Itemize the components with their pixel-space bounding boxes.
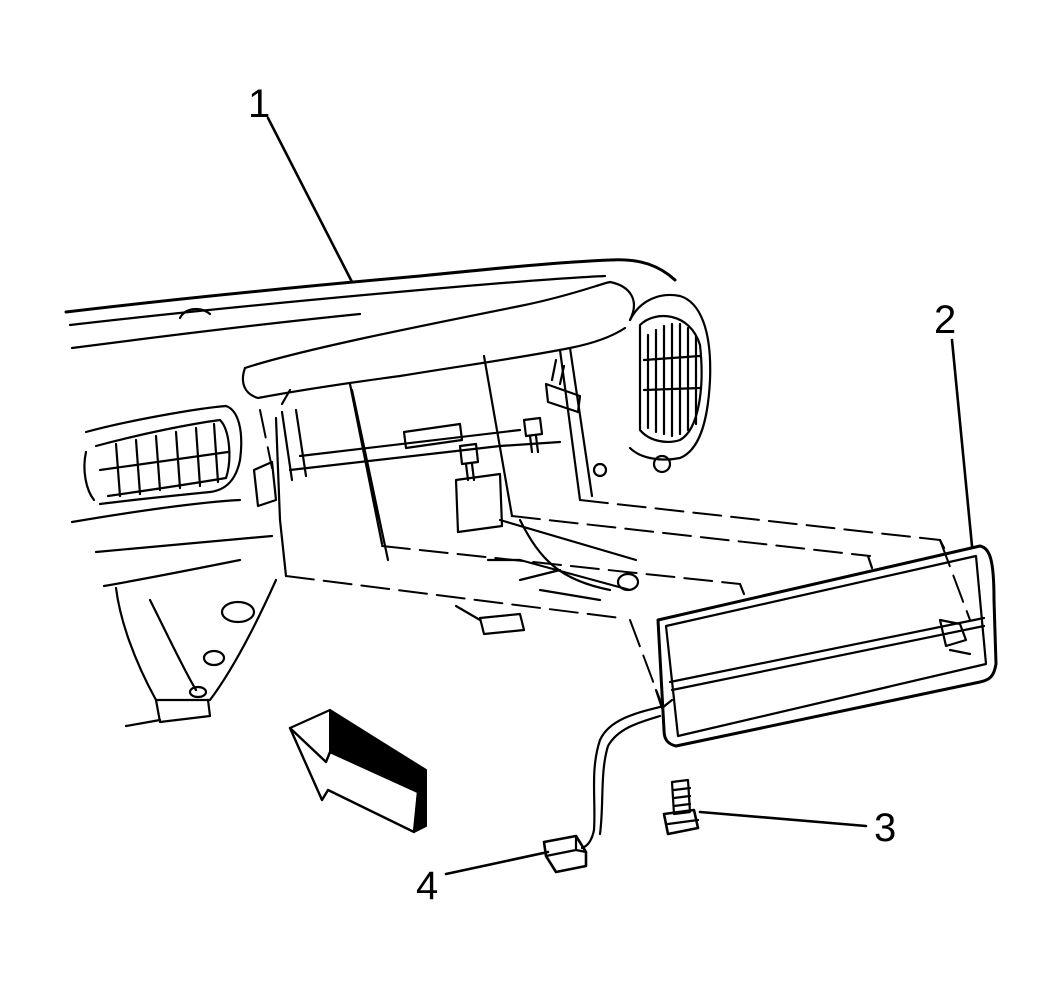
leader-3 — [698, 810, 868, 828]
assembly-dashed-lines — [259, 409, 971, 701]
wiring-harness — [580, 704, 666, 850]
mounting-bracket-right — [544, 358, 582, 414]
callout-2-label: 2 — [934, 298, 957, 342]
callout-leaders — [266, 116, 974, 876]
leader-1 — [266, 116, 354, 284]
callout-4-label: 4 — [416, 864, 439, 908]
vehicle-forward-arrow — [288, 708, 427, 834]
callout-1-label: 1 — [248, 82, 271, 126]
mounting-bolt-center — [522, 416, 544, 454]
airbag-connector — [542, 834, 588, 874]
left-air-vent — [83, 404, 243, 506]
glove-box-opening — [280, 346, 640, 636]
callout-3-label: 3 — [874, 806, 897, 850]
right-air-vent — [592, 294, 712, 478]
mounting-bolt-left — [458, 442, 480, 482]
airbag-module — [654, 538, 998, 748]
lower-trim-panel — [114, 578, 278, 728]
leader-4 — [444, 850, 550, 876]
instrument-panel — [64, 258, 712, 728]
fastener-bolt — [662, 778, 700, 836]
leader-2 — [950, 338, 974, 548]
